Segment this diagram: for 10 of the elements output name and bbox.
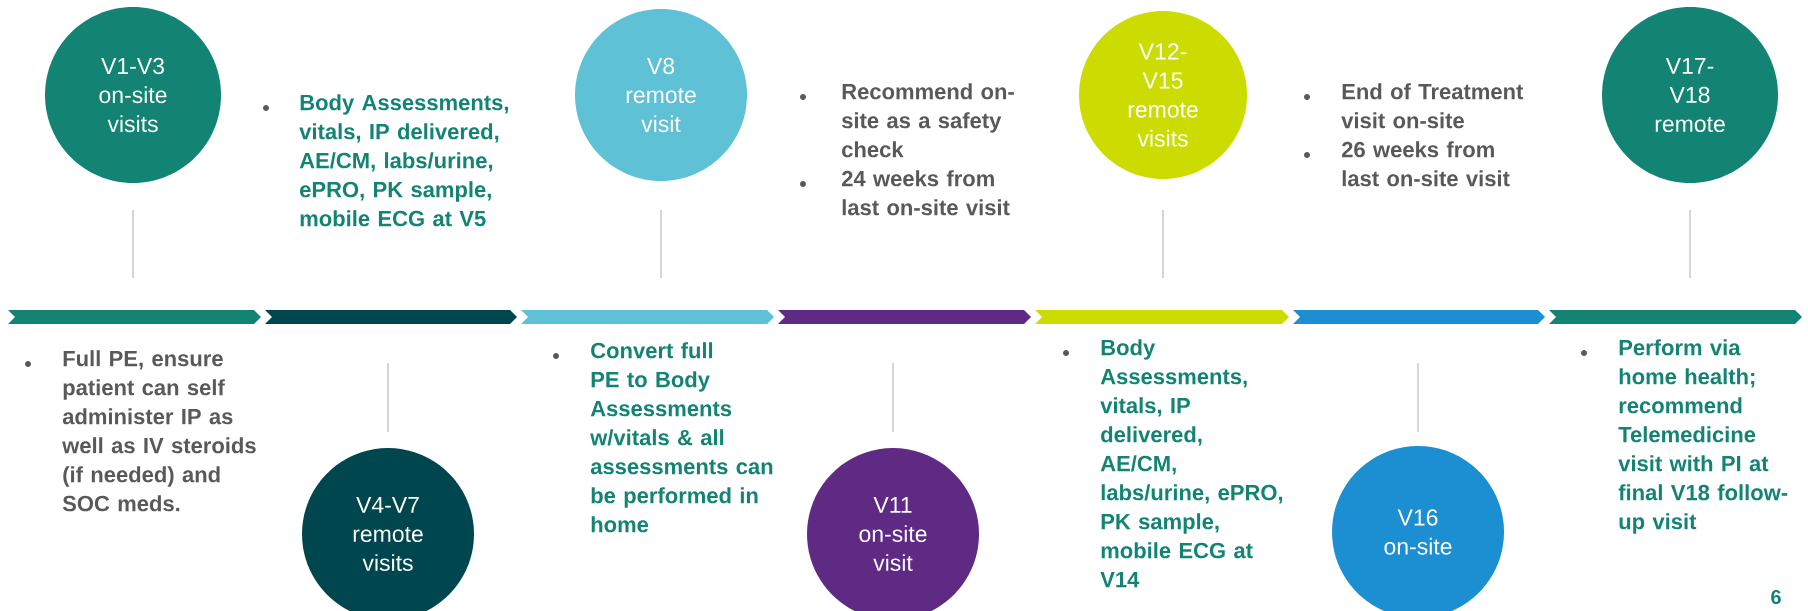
bullet-text: 24 weeks from last on-site visit	[842, 170, 1010, 216]
bullet-text: Body Assessments, vitals, IP delivered, AE/CM, labs/urine, ePRO, PK sample, mobile ECG at V5	[299, 94, 508, 227]
page-number: 6	[1771, 589, 1781, 605]
bullet-text: Body Assessments, vitals, IP delivered, AE/CM, labs/urine, ePRO, PK sample, mobile ECG at V14	[1100, 339, 1283, 588]
bullet-text: Recommend on-site as a safety check	[842, 83, 1014, 158]
bullet-text: Convert full PE to Body Assessments w/vitals & all assessments can be performed in home	[590, 342, 773, 533]
bullet-text: 26 weeks from last on-site visit	[1342, 141, 1510, 187]
bullet-text: End of Treatment visit on-site	[1341, 83, 1524, 129]
bullet-text: Full PE, ensure patient can self administer IP as well as IV steroids (if needed) and SOC meds.	[62, 350, 256, 512]
bullet-text: Perform via home health; recommend Telemedicine visit with PI at final V18 follow-up visit	[1618, 339, 1788, 534]
